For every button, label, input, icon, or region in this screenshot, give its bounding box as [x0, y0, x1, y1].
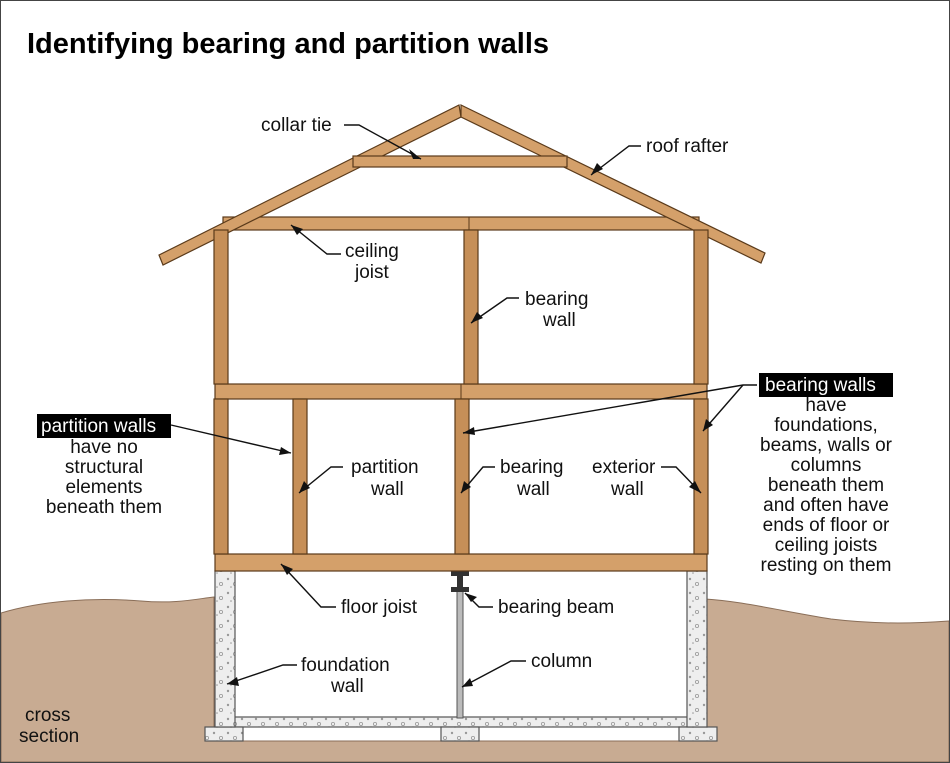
partition-note-line: structural — [65, 457, 143, 478]
partition-note-line: beneath them — [46, 497, 162, 518]
collar-tie — [352, 155, 568, 168]
bearing-beam-flange-bottom — [451, 587, 469, 592]
label-exterior-wall-line1: exterior — [592, 457, 656, 478]
upper-exterior-wall-right — [693, 229, 709, 385]
bearing-note-line: and often have — [763, 495, 889, 516]
label-foundation-wall-line1: foundation — [301, 655, 390, 676]
steel-column — [456, 590, 464, 719]
label-lower-bearing-wall-line2: wall — [516, 479, 550, 500]
partition-note-line: have no — [70, 437, 138, 458]
bearing-note-highlight — [759, 373, 893, 397]
bearing-note-line: resting on them — [761, 555, 892, 576]
bearing-note-line: have — [805, 395, 846, 416]
bearing-note-line: ceiling joists — [775, 535, 877, 556]
label-partition-wall-line2: wall — [370, 479, 404, 500]
foundation-wall-right — [686, 570, 708, 728]
label-exterior-wall-line2: wall — [610, 479, 644, 500]
lower-bearing-wall — [454, 398, 470, 555]
footing-center — [440, 726, 480, 742]
label-lower-bearing-wall-line1: bearing — [500, 457, 563, 478]
footing-right — [678, 726, 718, 742]
label-partition-wall-line1: partition — [351, 457, 419, 478]
partition-walls-note: partition walls have no structural eleme… — [37, 414, 171, 518]
label-ceiling-joist-line1: ceiling — [345, 241, 399, 262]
diagram-title: Identifying bearing and partition walls — [27, 28, 549, 60]
bearing-note-line: beneath them — [768, 475, 884, 496]
label-collar-tie: collar tie — [261, 115, 332, 136]
label-floor-joist: floor joist — [341, 597, 418, 618]
partition-note-highlight — [37, 414, 171, 438]
partition-note-line: elements — [65, 477, 142, 498]
label-ceiling-joist-line2: joist — [354, 262, 390, 283]
partition-note-heading: partition walls — [41, 416, 156, 437]
bearing-note-line: beams, walls or — [760, 435, 893, 456]
bearing-note-heading: bearing walls — [765, 375, 876, 396]
upper-bearing-wall — [463, 229, 479, 385]
bearing-note-line: columns — [791, 455, 862, 476]
partition-wall-stud — [292, 398, 308, 555]
bearing-note-line: foundations, — [774, 415, 878, 436]
footing-left — [204, 726, 244, 742]
label-upper-bearing-wall-line2: wall — [542, 310, 576, 331]
label-cross-section-line2: section — [19, 726, 79, 747]
label-column: column — [531, 651, 592, 672]
foundation-wall-left — [214, 570, 236, 728]
bearing-beam-flange-top — [451, 571, 469, 576]
label-foundation-wall-line2: wall — [330, 676, 364, 697]
leader-lines — [170, 124, 757, 688]
lower-exterior-wall-left — [213, 398, 229, 555]
label-cross-section-line1: cross — [25, 705, 70, 726]
upper-exterior-wall-left — [213, 229, 229, 385]
label-bearing-beam: bearing beam — [498, 597, 614, 618]
bearing-beam-web — [457, 576, 463, 588]
label-roof-rafter: roof rafter — [646, 136, 729, 157]
bearing-note-line: ends of floor or — [763, 515, 890, 536]
bearing-walls-note: bearing walls have foundations, beams, w… — [759, 373, 893, 576]
lower-exterior-wall-right — [693, 398, 709, 555]
roof-rafter-right — [460, 104, 766, 264]
label-upper-bearing-wall-line1: bearing — [525, 289, 588, 310]
